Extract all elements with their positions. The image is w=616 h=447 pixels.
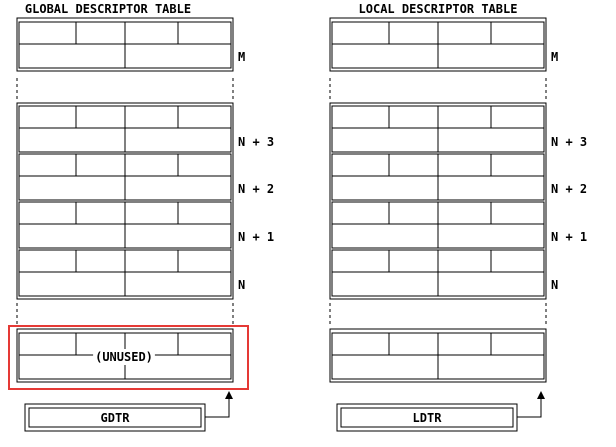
ldtr-arrow-head	[537, 391, 545, 399]
gdtr-register: GDTR	[24, 403, 206, 432]
ldtr-label: LDTR	[413, 411, 443, 425]
gdt-row-label-m: M	[238, 50, 245, 64]
gdt-row-label-n2: N + 2	[238, 182, 274, 196]
unused-label-background	[93, 349, 155, 365]
ldt-table	[329, 17, 547, 383]
ldt-row-label-n2: N + 2	[551, 182, 587, 196]
ldt-row-label-n: N	[551, 278, 558, 292]
gdt-n-block-outer	[16, 102, 234, 300]
ldt-row-label-m: M	[551, 50, 558, 64]
gdt-table	[16, 17, 234, 383]
ldt-row-label-n3: N + 3	[551, 135, 587, 149]
gdtr-pointer-line	[205, 396, 230, 418]
ldtr-pointer-line	[517, 396, 542, 418]
gdt-title: GLOBAL DESCRIPTOR TABLE	[25, 2, 191, 16]
gdt-m-block-outer	[16, 17, 234, 72]
gdtr-inner-border	[28, 407, 202, 428]
gdt-row-label-n: N	[238, 278, 245, 292]
unused-highlight-box	[8, 325, 249, 390]
gdt-row-label-n1: N + 1	[238, 230, 274, 244]
ldt-title: LOCAL DESCRIPTOR TABLE	[359, 2, 518, 16]
ldtr-inner-border	[340, 407, 514, 428]
unused-label: (UNUSED)	[95, 350, 153, 364]
gdt-zero-block-outer	[16, 328, 234, 383]
ldt-zero-block-outer	[329, 328, 547, 383]
gdtr-label: GDTR	[101, 411, 131, 425]
ldt-m-block-outer	[329, 17, 547, 72]
gdtr-arrow-head	[225, 391, 233, 399]
ldt-n-block-outer	[329, 102, 547, 300]
ldtr-register: LDTR	[336, 403, 518, 432]
ldt-row-label-n1: N + 1	[551, 230, 587, 244]
gdt-row-label-n3: N + 3	[238, 135, 274, 149]
